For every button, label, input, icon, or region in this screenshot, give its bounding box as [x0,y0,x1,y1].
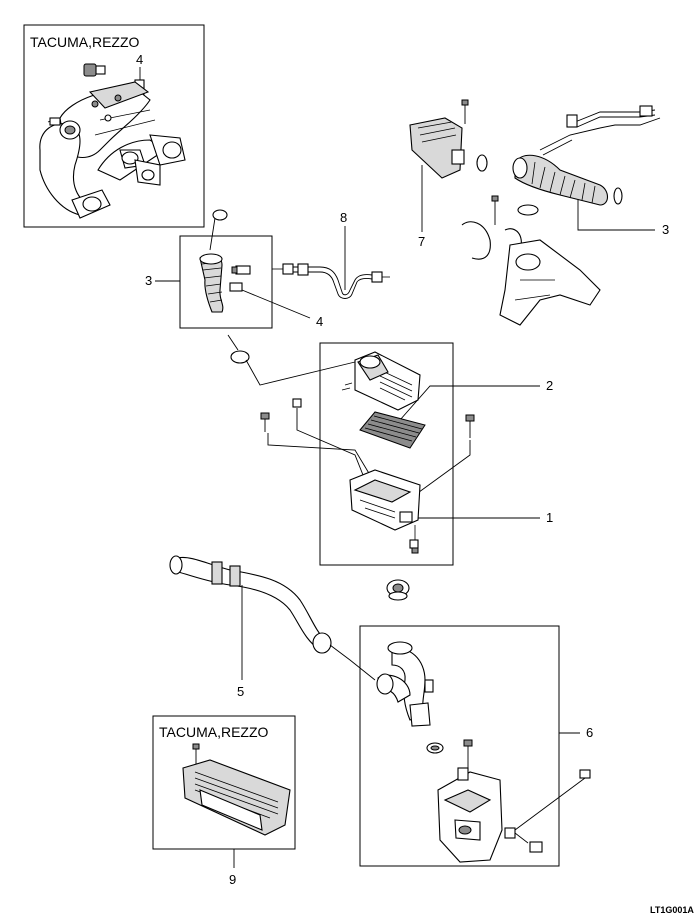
resonator-chamber [409,117,463,179]
callout-9: 9 [229,872,236,887]
engine-cover-group: TACUMA,REZZO 9 [152,715,296,887]
callout-4-mid: 4 [316,314,323,329]
air-cleaner-frame [319,342,454,566]
intake-duct-group: 5 [169,555,376,699]
grommet [386,579,410,601]
callout-4-top: 4 [136,52,143,67]
drawing-code: LT1G001A [650,905,694,915]
callout-1: 1 [546,510,553,525]
manifold-variant-label: TACUMA,REZZO [30,34,140,50]
air-filter-element [359,411,426,449]
vacuum-hose [293,266,373,296]
throttle-body-pipe [499,239,601,326]
callout-6: 6 [586,725,593,740]
intake-hose-right [514,154,609,206]
intake-manifold [39,81,186,219]
lower-resonator-frame [359,625,560,867]
callout-3-right: 3 [662,222,669,237]
lower-resonator-group: 6 [359,625,593,867]
engine-cover-frame [152,715,296,850]
manifold-group: TACUMA,REZZO 4 [23,24,205,228]
callout-7: 7 [418,234,425,249]
callout-5: 5 [237,684,244,699]
manifold-frame [23,24,205,228]
hose-sensor-group: 3 4 8 [145,209,390,386]
callout-8: 8 [340,210,347,225]
resonator-body [437,771,503,863]
engine-cover-variant-label: TACUMA,REZZO [159,724,269,740]
callout-2: 2 [546,378,553,393]
air-cleaner-group: 2 1 [260,342,553,566]
hose-frame [179,235,273,329]
engine-cover [182,759,291,836]
elbow-pipe [391,648,426,721]
intake-duct [177,556,326,651]
resonator-group: 7 3 [409,99,669,326]
callout-3-left: 3 [145,273,152,288]
